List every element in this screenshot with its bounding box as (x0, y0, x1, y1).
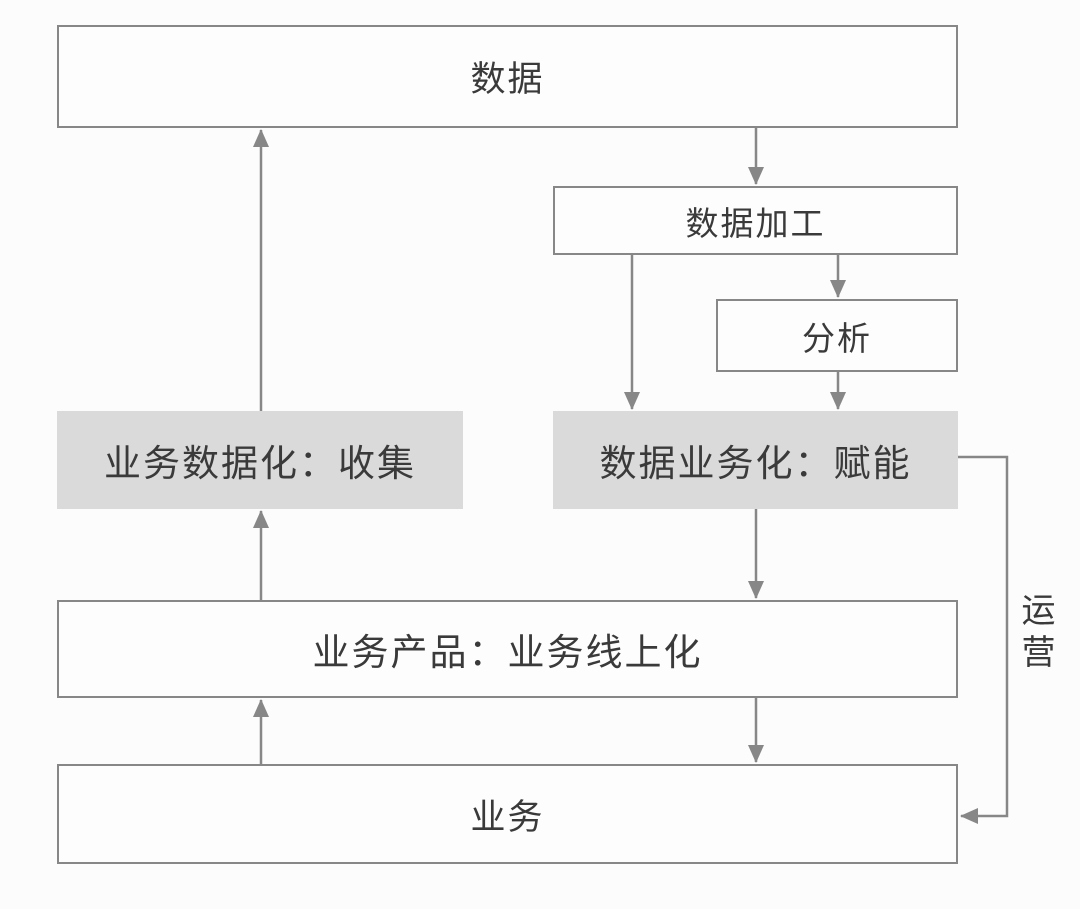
node-analysis: 分析 (716, 299, 958, 372)
node-business-product-online: 业务产品：业务线上化 (57, 600, 958, 698)
node-data-processing: 数据加工 (553, 186, 958, 255)
node-business-datafication-collect: 业务数据化：收集 (57, 411, 463, 509)
node-business: 业务 (57, 764, 958, 864)
node-data: 数据 (57, 25, 958, 128)
edge-label-operation: 运营 (1016, 592, 1054, 676)
node-data-businessization-empower: 数据业务化：赋能 (553, 411, 958, 509)
arrow-empower-operation-loop-to-business (958, 455, 1009, 824)
